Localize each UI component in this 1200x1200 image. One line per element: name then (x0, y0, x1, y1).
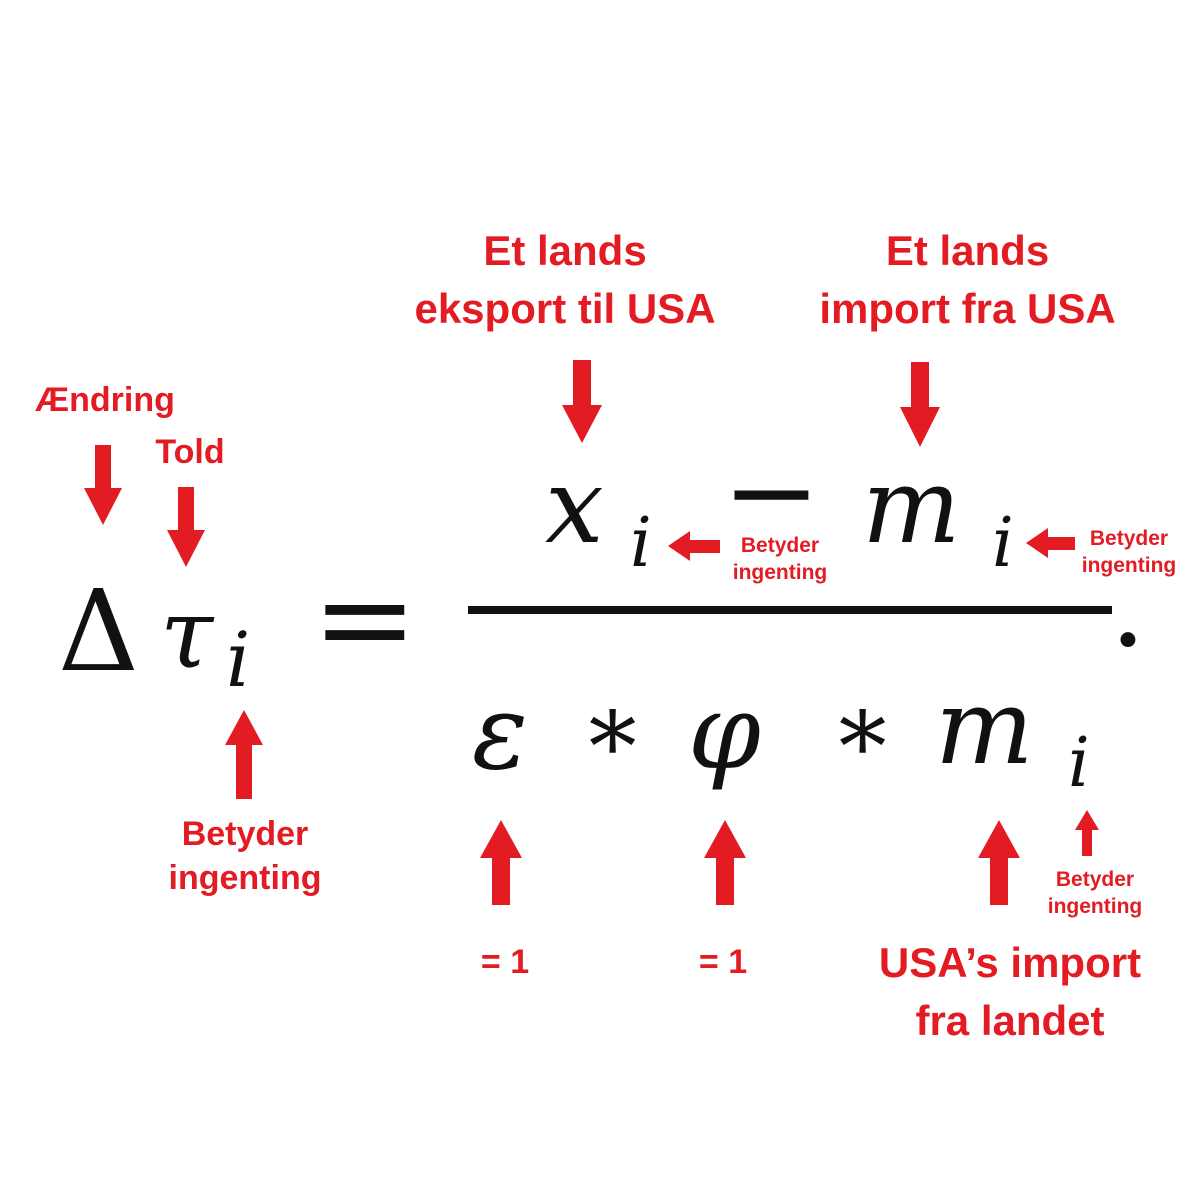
label-import-note: Et lands import fra USA (819, 227, 1116, 332)
delta-symbol: Δ (58, 567, 139, 697)
arrow-down-told (167, 487, 205, 567)
denominator-m: m (935, 666, 1034, 788)
arrow-left-x-subscript (668, 531, 720, 561)
denominator-m-subscript: i (1068, 724, 1090, 803)
label-m-subscript-note: Betyder ingenting (1081, 527, 1177, 577)
tau-symbol: τ (160, 578, 214, 690)
label-export-note: Et lands eksport til USA (414, 227, 716, 332)
numerator-x: x (545, 445, 604, 567)
equals-sign: = (312, 545, 418, 692)
tau-subscript: i (226, 615, 251, 704)
label-tau-subscript-note: Betyder ingenting (168, 815, 322, 897)
label-x-subscript-note: Betyder ingenting (732, 534, 828, 584)
arrow-up-denominator-subscript (1075, 810, 1099, 856)
arrow-down-aendring (84, 445, 122, 525)
label-told: Told (155, 433, 225, 471)
denominator-epsilon: ε (472, 671, 528, 793)
numerator-m: m (862, 445, 961, 567)
arrow-down-export (562, 360, 602, 443)
arrow-up-m (978, 820, 1020, 905)
label-epsilon-value: = 1 (480, 943, 530, 981)
period: . (1114, 571, 1142, 665)
arrow-up-epsilon (480, 820, 522, 905)
fraction-bar (468, 606, 1112, 614)
label-usa-import-note: USA’s import fra landet (878, 939, 1142, 1044)
arrow-left-m-subscript (1026, 528, 1075, 558)
label-aendring: Ændring (35, 381, 175, 419)
label-denominator-subscript-note: Betyder ingenting (1047, 868, 1143, 918)
minus-sign: − (722, 422, 821, 560)
arrow-up-phi (704, 820, 746, 905)
denominator-phi: φ (688, 671, 761, 793)
numerator-m-subscript: i (992, 504, 1014, 583)
label-phi-value: = 1 (698, 943, 748, 981)
multiply-sign-1: ∗ (580, 672, 646, 784)
arrow-up-tau-subscript (225, 710, 263, 799)
numerator-x-subscript: i (630, 504, 652, 583)
multiply-sign-2: ∗ (830, 672, 896, 784)
arrow-down-import (900, 362, 940, 447)
